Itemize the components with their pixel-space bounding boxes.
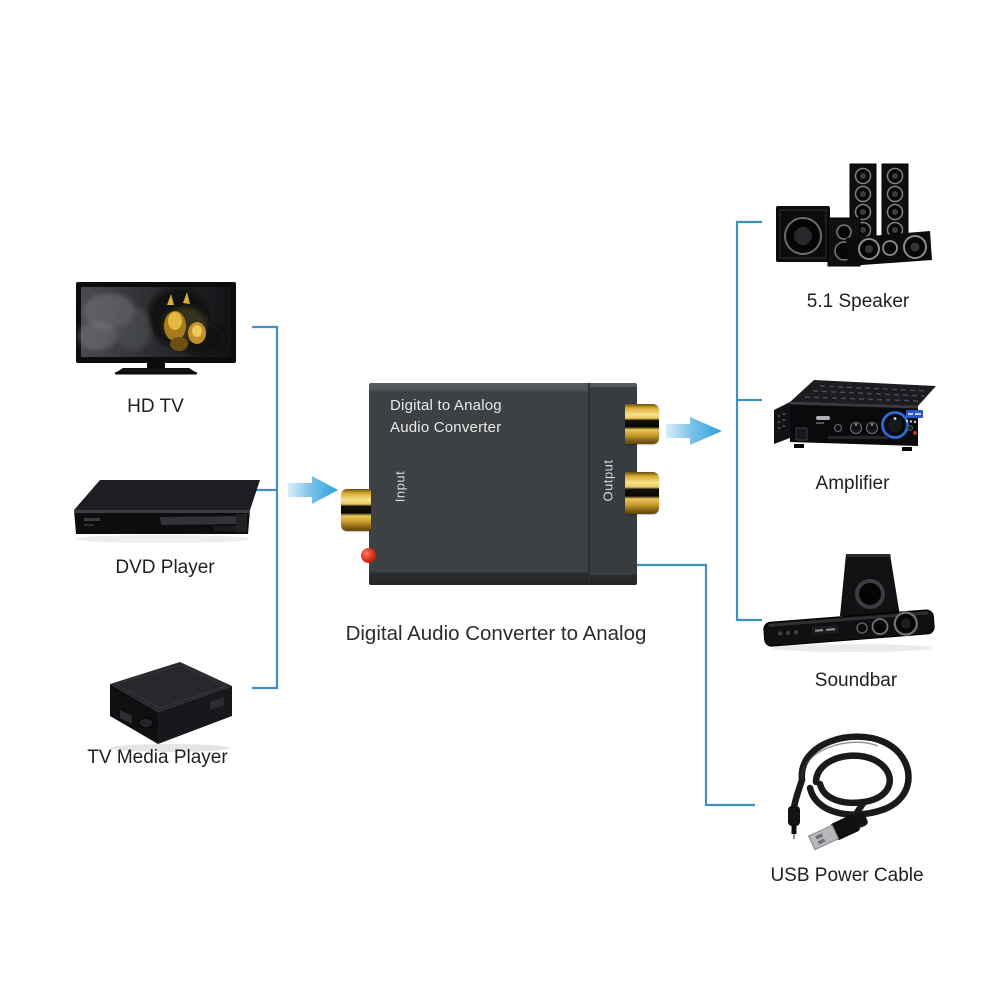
amplifier-image (774, 380, 936, 451)
converter-title-line2: Audio Converter (390, 419, 502, 436)
hd-tv-image (76, 282, 236, 375)
usb-power-cable-image (788, 733, 912, 851)
dvd-player-label: DVD Player (115, 557, 215, 578)
converter-panel-seam (588, 383, 590, 585)
source-bus-line (252, 325, 279, 690)
soundbar-label: Soundbar (814, 670, 898, 691)
coaxial-input-jack (341, 489, 371, 531)
5-1-speaker-image (776, 163, 932, 267)
converter-title: Digital to Analog Audio Converter (390, 395, 502, 439)
rca-output-jack-top (625, 404, 659, 444)
hd-tv-label: HD TV (127, 396, 184, 417)
converter-title-line1: Digital to Analog (390, 397, 502, 414)
tv-media-player-label: TV Media Player (87, 747, 228, 768)
output-port-label: Output (600, 459, 616, 502)
usb-power-cable-label: USB Power Cable (770, 865, 924, 886)
input-flow-arrow-icon (288, 476, 338, 504)
usb-power-line (632, 563, 755, 807)
power-led (361, 548, 376, 563)
input-port-label: Input (392, 470, 408, 503)
converter-device: Digital to Analog Audio Converter Input … (341, 383, 659, 585)
diagram-caption: Digital Audio Converter to Analog (345, 622, 647, 645)
tv-media-player-image (110, 662, 232, 752)
dvd-player-image (74, 480, 260, 543)
output-flow-arrow-icon (666, 417, 722, 445)
rca-output-jack-bottom (625, 472, 659, 514)
soundbar-image (763, 554, 935, 652)
5-1-speaker-label: 5.1 Speaker (806, 291, 910, 312)
sink-bus-line (735, 220, 762, 622)
amplifier-label: Amplifier (815, 473, 890, 494)
